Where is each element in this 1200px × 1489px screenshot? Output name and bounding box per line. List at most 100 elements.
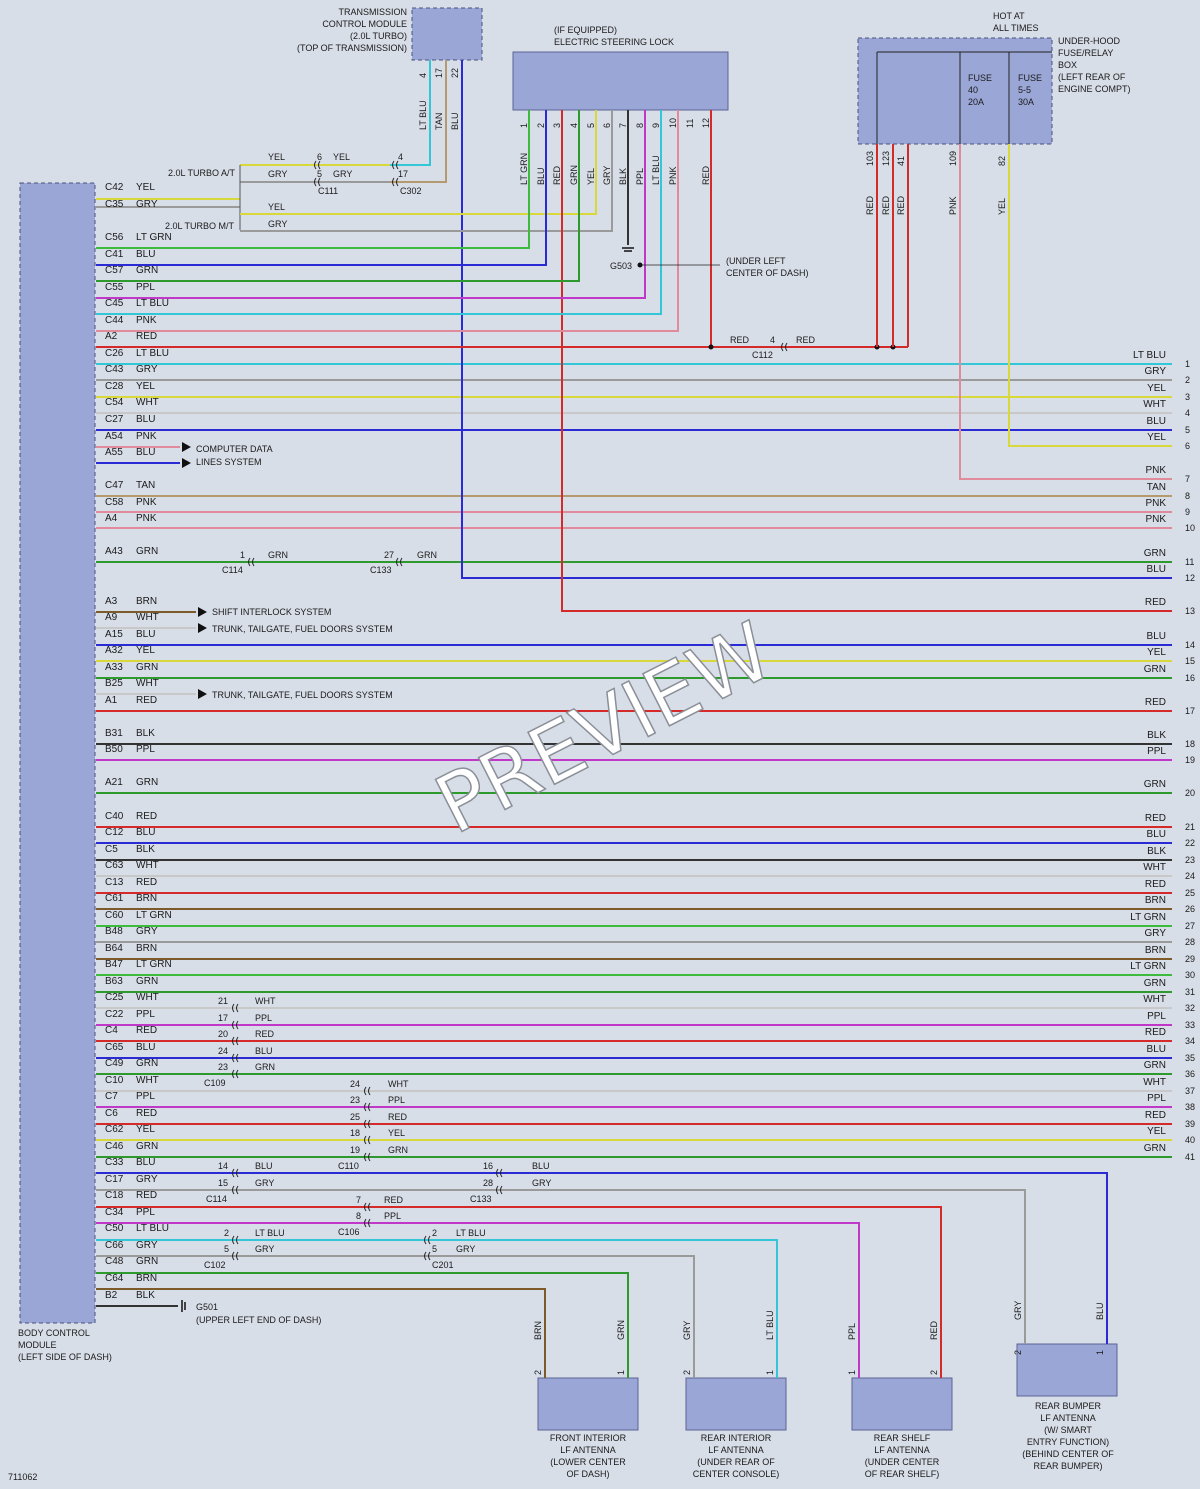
right-wire-color: GRY — [1145, 928, 1167, 939]
bcm-pin: A32 — [105, 645, 123, 656]
right-wire-color: BRN — [1145, 945, 1166, 956]
esl-label: (IF EQUIPPED)ELECTRIC STEERING LOCK — [554, 25, 674, 47]
bcm-wire-color: RED — [136, 695, 157, 706]
label: GRN — [255, 1062, 275, 1072]
right-row-number: 29 — [1185, 954, 1195, 964]
bcm-pin: C49 — [105, 1058, 124, 1069]
bcm-pin: C22 — [105, 1009, 124, 1020]
bcm-wire-color: BRN — [136, 893, 157, 904]
label: GRN — [417, 550, 437, 560]
bcm-wire-color: LT BLU — [136, 298, 169, 309]
bcm-pin: B31 — [105, 728, 123, 739]
bcm-pin: B63 — [105, 976, 123, 987]
bcm-wire-color: GRY — [136, 199, 158, 210]
bcm-pin: C57 — [105, 265, 124, 276]
right-row-number: 8 — [1185, 491, 1190, 501]
right-wire-color: GRY — [1145, 366, 1167, 377]
tcm-wire-color: TAN — [434, 113, 444, 130]
bcm-pin: C64 — [105, 1273, 124, 1284]
wire-c41 — [96, 110, 547, 266]
connector-mark — [232, 1020, 239, 1030]
label: 2 — [224, 1228, 229, 1238]
bcm-pin: C61 — [105, 893, 124, 904]
wire-tcm-blu — [461, 60, 1172, 579]
esl-wire-color: BLK — [618, 168, 628, 185]
bcm-pin: C12 — [105, 827, 124, 838]
label: BLU — [255, 1046, 273, 1056]
label: GRY — [255, 1178, 274, 1188]
bcm-wire-color: BRN — [136, 943, 157, 954]
label: 2 — [432, 1228, 437, 1238]
bcm-wire-color: BLU — [136, 629, 155, 640]
tcm-box — [411, 7, 483, 61]
bcm-wire-color: RED — [136, 1190, 157, 1201]
bcm-pin: C33 — [105, 1157, 124, 1168]
label: 5 — [432, 1244, 437, 1254]
label: LT BLU — [456, 1228, 486, 1238]
right-row-number: 23 — [1185, 855, 1195, 865]
right-row-number: 11 — [1185, 557, 1194, 567]
arrow-icon — [198, 689, 207, 699]
wire-c45 — [96, 110, 662, 315]
c102-label: C102 — [204, 1260, 226, 1270]
antenna-pin: 1 — [847, 1370, 857, 1375]
right-wire-color: RED — [1145, 813, 1166, 824]
bcm-wire-color: PPL — [136, 1091, 155, 1102]
bcm-wire-color: BLU — [136, 447, 155, 458]
bcm-wire-color: YEL — [136, 182, 155, 193]
label: 24 — [218, 1046, 228, 1056]
bcm-pin: A21 — [105, 777, 123, 788]
bcm-wire-color: GRY — [136, 364, 158, 375]
bcm-wire-color: WHT — [136, 397, 159, 408]
wire-tcm-ltblu — [390, 60, 431, 166]
right-row-number: 5 — [1185, 425, 1190, 435]
right-row-number: 7 — [1185, 474, 1190, 484]
bcm-pin: C7 — [105, 1091, 118, 1102]
esl-pin: 4 — [569, 123, 579, 128]
connector-mark — [364, 1086, 371, 1096]
bcm-wire-color: BLU — [136, 1157, 155, 1168]
antenna-wire-color: BLU — [1095, 1302, 1105, 1320]
wire-c50 — [96, 1239, 778, 1378]
right-wire-color: PPL — [1147, 746, 1166, 757]
right-row-number: 28 — [1185, 937, 1195, 947]
label: GRY — [456, 1244, 475, 1254]
right-row-number: 16 — [1185, 673, 1195, 683]
right-wire-color: RED — [1145, 1027, 1166, 1038]
right-row-number: 24 — [1185, 871, 1195, 881]
label: 21 — [218, 996, 228, 1006]
wire-esl-red — [561, 110, 1172, 612]
wire-c64 — [96, 1288, 546, 1378]
bcm-pin: B2 — [105, 1290, 118, 1301]
bcm-pin: C45 — [105, 298, 124, 309]
right-wire-color: WHT — [1143, 994, 1166, 1005]
esl-pin: 9 — [651, 123, 661, 128]
bcm-wire-color: GRN — [136, 1256, 158, 1267]
bcm-pin: B25 — [105, 678, 123, 689]
label: WHT — [255, 996, 276, 1006]
fuse-pin: 109 — [948, 151, 958, 166]
bcm-pin: C4 — [105, 1025, 118, 1036]
bcm-pin: A1 — [105, 695, 118, 706]
esl-wire-color: RED — [552, 165, 562, 185]
bcm-pin: B64 — [105, 943, 123, 954]
connector-mark — [232, 1185, 239, 1195]
right-row-number: 33 — [1185, 1020, 1195, 1030]
bcm-pin: C10 — [105, 1075, 124, 1086]
right-wire-color: BRN — [1145, 895, 1166, 906]
fuse-pin: 82 — [997, 156, 1007, 166]
right-row-number: 10 — [1185, 523, 1195, 533]
bcm-pin: A33 — [105, 662, 123, 673]
label: GRY — [268, 219, 287, 229]
wire-c66 — [96, 1255, 695, 1378]
fuse-wire-color: PNK — [948, 196, 958, 215]
label: 19 — [350, 1145, 360, 1155]
right-row-number: 41 — [1185, 1152, 1195, 1162]
turbo-mt-label: 2.0L TURBO M/T — [165, 221, 235, 231]
label: PPL — [384, 1211, 401, 1221]
label: 27 — [384, 550, 394, 560]
bcm-wire-color: LT BLU — [136, 348, 169, 359]
bcm-wire-color: WHT — [136, 678, 159, 689]
label: 14 — [218, 1161, 228, 1171]
